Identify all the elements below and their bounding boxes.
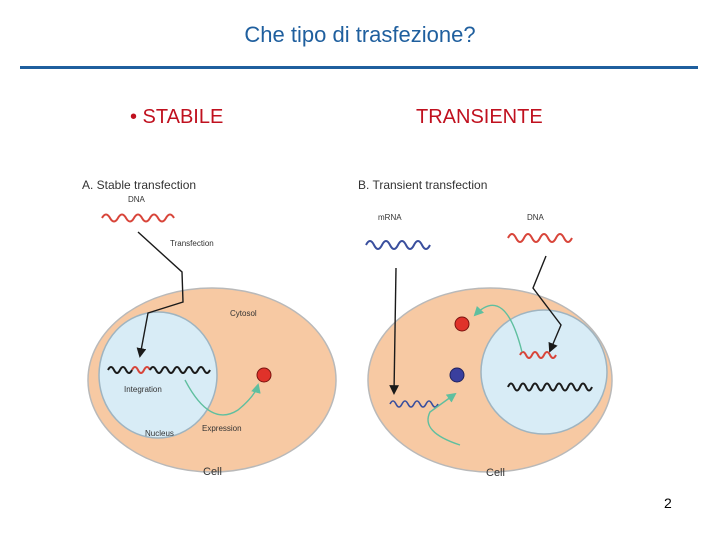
nucleus-a: [98, 311, 218, 439]
panel-b-dna-label: DNA: [527, 213, 545, 222]
panel-a-title: A. Stable transfection: [82, 178, 196, 192]
protein-a: [256, 367, 272, 383]
transfection-arrow: [136, 231, 184, 358]
panel-transient: B. Transient transfection mRNA DNA Cell: [358, 178, 613, 479]
chromosome-left: [107, 366, 133, 374]
protein-b-blue: [449, 367, 465, 383]
nucleus-b: [480, 309, 608, 435]
protein-b-red: [454, 316, 470, 332]
transfection-label: Transfection: [170, 239, 214, 248]
dna-wave-b: [507, 233, 573, 243]
mrna-label: mRNA: [378, 213, 402, 222]
dna-expression-arrow: [473, 304, 523, 353]
expression-arrow: [184, 379, 261, 416]
title-divider: [20, 66, 698, 69]
panel-stable: A. Stable transfection DNA Cytosol Trans…: [82, 178, 337, 478]
episomal-dna: [519, 351, 557, 359]
mrna-wave: [365, 240, 431, 250]
nucleus-label: Nucleus: [145, 429, 174, 438]
cell-a-label: Cell: [203, 466, 222, 478]
dna-delivery-arrow: [532, 255, 562, 353]
slide-title: Che tipo di trasfezione?: [244, 22, 476, 47]
chromosome-right: [149, 366, 211, 374]
cytoplasmic-mrna: [389, 400, 439, 408]
dna-wave-a: [101, 213, 175, 223]
page-number: 2: [664, 495, 672, 511]
mrna-expression-arrow: [427, 392, 461, 446]
integration-label: Integration: [124, 385, 162, 394]
chromosome-b: [507, 382, 593, 392]
mrna-delivery-arrow: [389, 267, 400, 395]
cell-b-label: Cell: [486, 467, 505, 479]
panel-a-dna-label: DNA: [128, 195, 146, 204]
integrated-dna: [131, 366, 151, 374]
heading-stable: • STABILE: [130, 106, 224, 128]
cytosol-label: Cytosol: [230, 309, 257, 318]
heading-transient: TRANSIENTE: [416, 106, 543, 128]
panel-b-title: B. Transient transfection: [358, 178, 487, 192]
expression-label: Expression: [202, 424, 242, 433]
